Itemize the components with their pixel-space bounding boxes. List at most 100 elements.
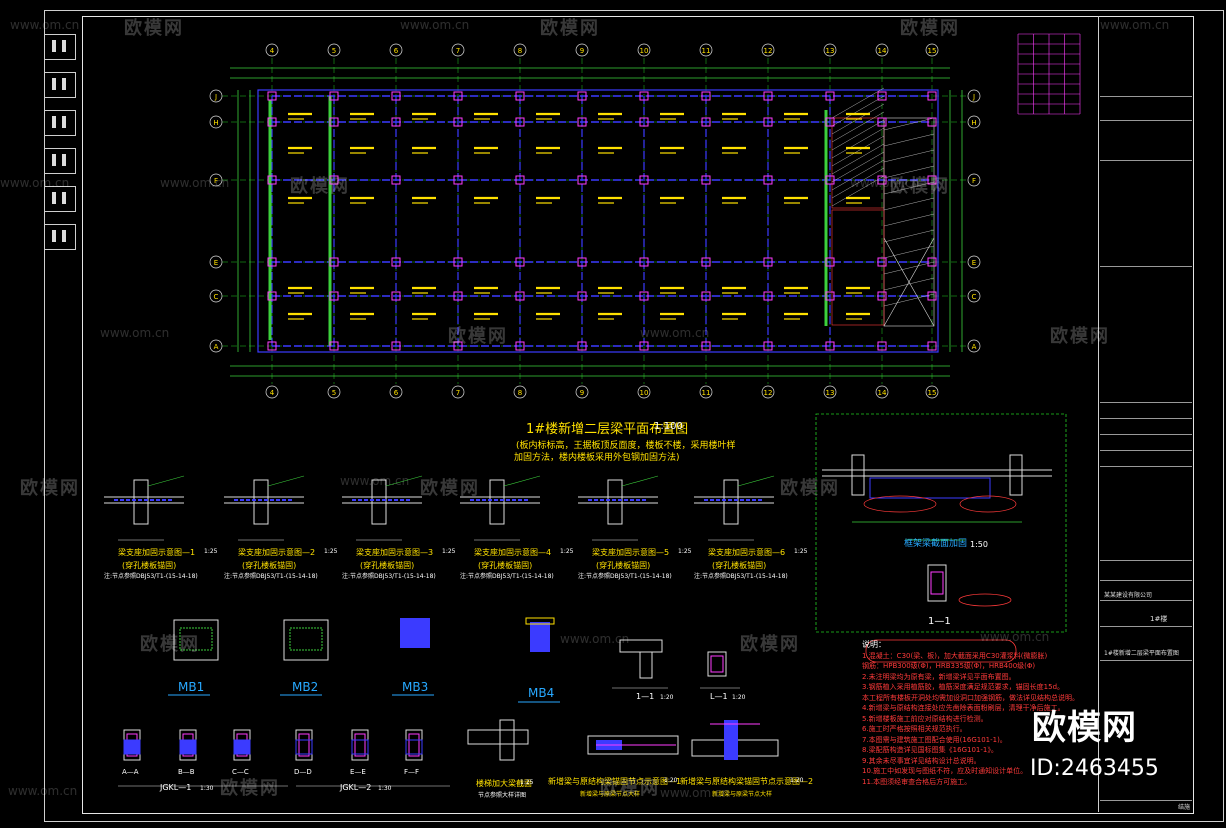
url-watermark: www.om.cn xyxy=(640,326,710,340)
mb-details xyxy=(168,617,560,703)
detail-subtitle: (穿孔楼板锚固) xyxy=(360,561,415,570)
note-line: 4.新增梁与原结构连接处应先凿除表面粉刷层，清理干净后施工。 xyxy=(862,704,1065,712)
column-mark xyxy=(391,175,401,185)
plan-outline xyxy=(257,89,939,353)
column-mark xyxy=(391,291,401,301)
cut-label: D—D xyxy=(294,768,312,776)
column-mark xyxy=(515,341,525,351)
anchor2-sub: 新增梁与原梁节点大样 xyxy=(712,791,773,798)
column-mark xyxy=(515,117,525,127)
beam-detail-scale: 1:25 xyxy=(520,779,534,786)
column-mark xyxy=(453,257,463,267)
axis-label: 9 xyxy=(580,47,584,55)
axis-label: F xyxy=(972,177,976,185)
cut-label: F—F xyxy=(404,768,420,776)
column-mark xyxy=(825,175,835,185)
axis-label: A xyxy=(214,343,219,351)
axis-bubble xyxy=(389,43,403,57)
jgkl2-scale: 1:30 xyxy=(378,785,392,792)
jgkl-sections xyxy=(123,729,423,761)
column-mark xyxy=(453,291,463,301)
column-mark xyxy=(825,257,835,267)
section-1-1-label: 1—1 xyxy=(636,692,655,701)
column-mark xyxy=(577,257,587,267)
leader xyxy=(621,475,659,487)
axis-label: 8 xyxy=(518,389,522,397)
detail-reference: 注:节点参照DBJ53/T1-(15-14-18) xyxy=(224,573,318,580)
url-watermark: www.om.cn xyxy=(560,632,630,646)
column-mark xyxy=(927,291,937,301)
mb4-label: MB4 xyxy=(528,686,555,700)
title-block-drawing-name: 1#楼新增二层梁平面布置图 xyxy=(1104,650,1179,657)
leader xyxy=(267,475,305,487)
anchor1-title: 新增梁与原结构梁锚固节点示意图—1 xyxy=(548,777,682,786)
detail-reference: 注:节点参照DBJ53/T1-(15-14-18) xyxy=(460,573,554,580)
axis-label: 13 xyxy=(826,47,835,55)
axis-label: 5 xyxy=(332,47,336,55)
column-mark xyxy=(825,341,835,351)
small-sections xyxy=(612,639,740,689)
column-mark xyxy=(453,91,463,101)
kzl-detail-drawing xyxy=(822,454,1052,607)
kzl-detail-frame xyxy=(815,413,1067,633)
anchor2-scale: 1:20 xyxy=(790,777,804,784)
detail-reference: 注:节点参照DBJ53/T1-(15-14-18) xyxy=(578,573,672,580)
axis-bubble xyxy=(209,339,223,353)
jgkl1-scale: 1:30 xyxy=(200,785,214,792)
axis-bubble xyxy=(265,385,279,399)
column-mark xyxy=(825,117,835,127)
brand-watermark: 欧模网 xyxy=(780,478,840,499)
url-watermark: www.om.cn xyxy=(160,176,230,190)
axis-bubble xyxy=(967,115,981,129)
magenta-table xyxy=(1017,33,1081,115)
column-mark xyxy=(329,117,339,127)
axis-label: 14 xyxy=(878,389,887,397)
section-L1-label: L—1 xyxy=(710,692,728,701)
axis-bubble xyxy=(575,43,589,57)
column-mark xyxy=(267,117,277,127)
detail-scale: 1:25 xyxy=(794,548,808,555)
url-watermark: www.om.cn xyxy=(340,474,410,488)
axis-label: H xyxy=(971,119,976,127)
column-mark xyxy=(391,91,401,101)
jgkl-infill xyxy=(179,739,197,755)
column-mark xyxy=(577,117,587,127)
note-line: 6.施工时严格按照相关规范执行。 xyxy=(862,725,967,733)
column-mark xyxy=(927,117,937,127)
column-mark xyxy=(763,341,773,351)
jgkl-rebar xyxy=(408,733,420,757)
notes-list: 1.混凝土：C30(梁、板)，加大截面采用C30灌浆料(微膨胀) 钢筋：HPB3… xyxy=(862,651,1079,788)
detail-scale: 1:25 xyxy=(678,548,692,555)
drawing-outer-frame xyxy=(44,10,1224,822)
axis-bubble xyxy=(389,385,403,399)
axis-bubble xyxy=(699,385,713,399)
url-watermark: www.om.cn xyxy=(850,176,920,190)
mb2-label: MB2 xyxy=(292,680,319,694)
brand-watermark: 欧模网 xyxy=(448,326,508,347)
brand-watermark: 欧模网 xyxy=(290,176,350,197)
beam-labels xyxy=(288,112,870,320)
axis-label: 6 xyxy=(394,389,399,397)
column-section xyxy=(723,479,739,525)
column-mark xyxy=(577,175,587,185)
note-line: 本工程所有楼板开洞处均需加设洞口加强钢筋，做法详见结构总说明。 xyxy=(862,693,1079,702)
revision-box xyxy=(44,148,76,174)
axis-label: 10 xyxy=(640,47,649,55)
section-1-1-scale: 1:20 xyxy=(660,694,674,701)
note-line: 2.未注明梁均为原有梁，新增梁详见平面布置图。 xyxy=(862,672,1016,681)
plan-note-1: (板内标标高，王据板顶反面度，楼板不楼，采用楼叶样 xyxy=(516,441,736,451)
axis-bubble xyxy=(451,43,465,57)
title-block-column xyxy=(1098,16,1195,812)
jgkl-infill xyxy=(233,739,251,755)
axis-bubble xyxy=(327,385,341,399)
revision-box xyxy=(44,186,76,212)
note-line: 钢筋：HPB300级(Φ)，HRB335级(Φ)，HRB400级(Φ) xyxy=(862,662,1036,670)
url-watermark: www.om.cn xyxy=(660,786,730,800)
column-section xyxy=(253,479,269,525)
plan-title: 1#楼新增二层梁平面布置图 xyxy=(526,422,689,437)
axis-bubble xyxy=(875,43,889,57)
detail-subtitle: (穿孔楼板锚固) xyxy=(122,561,177,570)
anchor1-sub: 新增梁与原梁节点大样 xyxy=(580,791,641,798)
axis-bubble xyxy=(823,43,837,57)
